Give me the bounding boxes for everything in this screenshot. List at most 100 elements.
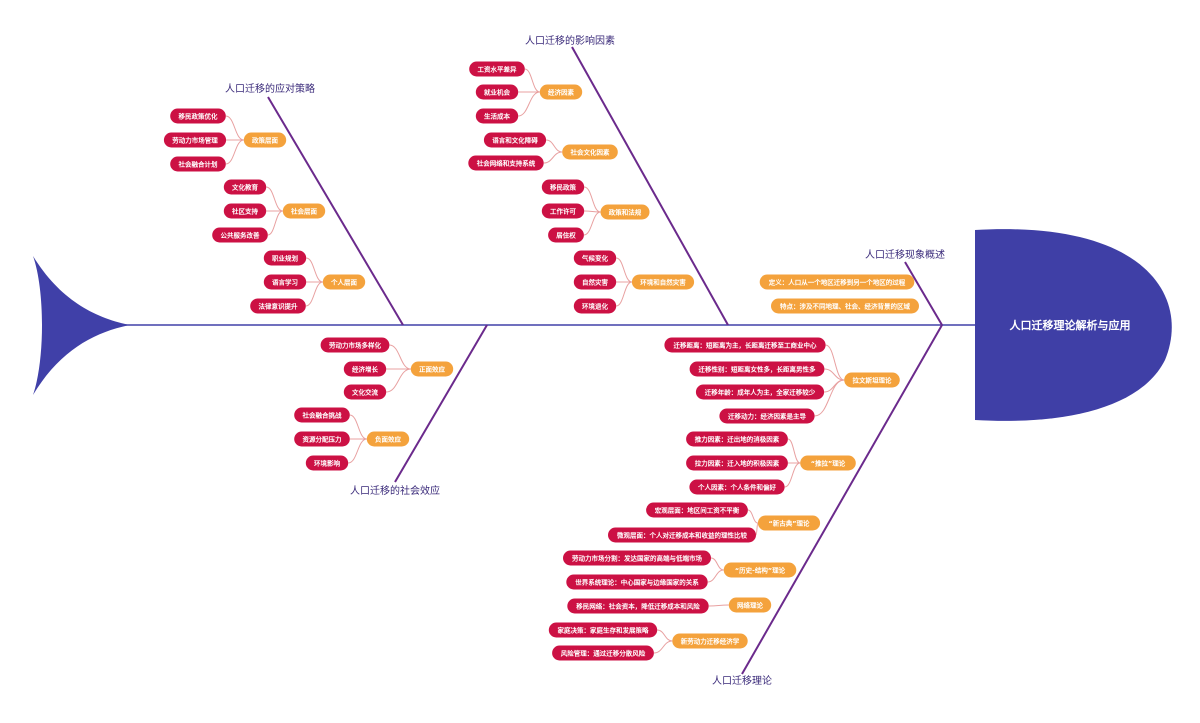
group-factors-1-label: 社会文化因素 bbox=[571, 147, 611, 156]
leaf-theories-5-1[interactable]: 风险管理：通过迁移分散风险 bbox=[552, 645, 654, 661]
leaf-response-2-2[interactable]: 法律意识提升 bbox=[250, 298, 306, 314]
group-theories-1-shape bbox=[800, 455, 856, 471]
group-theories-2[interactable]: “新古典”理论 bbox=[757, 515, 821, 531]
leaf-theories-0-2[interactable]: 迁移年龄：成年人为主，全家迁移较少 bbox=[695, 384, 825, 400]
leaf-response-1-1-label: 社区支持 bbox=[232, 206, 259, 215]
leaf-response-0-2[interactable]: 社会融合计划 bbox=[170, 156, 226, 172]
group-effects-1[interactable]: 负面效应 bbox=[366, 431, 410, 447]
leaf-response-1-2[interactable]: 公共服务改善 bbox=[212, 227, 268, 243]
leaf-theories-0-0[interactable]: 迁移距离：短距离为主，长距离迁移至工商业中心 bbox=[664, 337, 826, 353]
group-factors-3-label: 环境和自然灾害 bbox=[640, 277, 686, 286]
group-overview-1[interactable]: 特点：涉及不同地理、社会、经济背景的区域 bbox=[771, 298, 919, 314]
group-response-1[interactable]: 社会层面 bbox=[282, 203, 326, 219]
leaf-theories-2-1[interactable]: 微观层面：个人对迁移成本和收益的理性比较 bbox=[608, 527, 756, 543]
leaf-effects-1-0-label: 社会融合挑战 bbox=[303, 410, 343, 419]
leaf-effects-0-0[interactable]: 劳动力市场多样化 bbox=[320, 337, 390, 353]
group-factors-3[interactable]: 环境和自然灾害 bbox=[631, 274, 695, 290]
group-effects-0-label: 正面效应 bbox=[419, 364, 446, 373]
group-factors-0-label: 经济因素 bbox=[548, 87, 575, 96]
leaf-effects-0-1[interactable]: 经济增长 bbox=[343, 361, 387, 377]
group-theories-2-shape bbox=[757, 515, 821, 531]
leaf-factors-1-1-shape bbox=[468, 155, 544, 171]
leaf-response-2-1[interactable]: 语言学习 bbox=[263, 274, 307, 290]
leaf-factors-3-0[interactable]: 气候变化 bbox=[573, 250, 617, 266]
group-effects-0[interactable]: 正面效应 bbox=[410, 361, 454, 377]
leaf-effects-0-2[interactable]: 文化交流 bbox=[343, 384, 387, 400]
group-effects-1-shape bbox=[366, 431, 410, 447]
group-overview-1-label: 特点：涉及不同地理、社会、经济背景的区域 bbox=[780, 301, 911, 310]
link-factors-0-0 bbox=[524, 68, 540, 93]
leaf-theories-5-0-shape bbox=[548, 622, 658, 638]
group-response-0-shape bbox=[243, 132, 287, 148]
link-response-1-2 bbox=[267, 210, 283, 236]
leaf-factors-0-2-label: 生活成本 bbox=[484, 111, 511, 120]
leaf-theories-1-2[interactable]: 个人因素：个人条件和偏好 bbox=[689, 479, 785, 495]
group-response-2[interactable]: 个人层面 bbox=[322, 274, 366, 290]
leaf-effects-1-1[interactable]: 资源分配压力 bbox=[294, 431, 350, 447]
link-response-2-0 bbox=[306, 257, 323, 283]
leaf-factors-0-1-shape bbox=[475, 84, 519, 100]
leaf-theories-4-0[interactable]: 移民网络：社会资本，降低迁移成本和风险 bbox=[567, 598, 709, 614]
group-response-0[interactable]: 政策层面 bbox=[243, 132, 287, 148]
leaf-factors-1-0[interactable]: 语言和文化障碍 bbox=[483, 132, 547, 148]
leaf-theories-3-0[interactable]: 劳动力市场分割：发达国家的高端与低端市场 bbox=[563, 550, 711, 566]
leaf-factors-1-1-label: 社会网络和支持系统 bbox=[477, 158, 536, 167]
leaf-response-0-1[interactable]: 劳动力市场管理 bbox=[163, 132, 227, 148]
fish-head[interactable] bbox=[975, 229, 1172, 421]
leaf-response-1-1[interactable]: 社区支持 bbox=[223, 203, 267, 219]
leaf-effects-0-0-shape bbox=[320, 337, 390, 353]
group-theories-1[interactable]: “推拉”理论 bbox=[800, 455, 856, 471]
group-theories-3-shape bbox=[723, 562, 797, 578]
group-theories-4[interactable]: 网络理论 bbox=[728, 597, 772, 613]
leaf-factors-0-0-label: 工资水平差异 bbox=[478, 64, 518, 73]
leaf-theories-0-1[interactable]: 迁移性别：短距离女性多，长距离男性多 bbox=[689, 361, 825, 377]
group-overview-0[interactable]: 定义：人口从一个地区迁移到另一个地区的过程 bbox=[759, 274, 915, 290]
leaf-response-2-0-label: 职业规划 bbox=[272, 253, 299, 262]
leaf-theories-0-0-shape bbox=[664, 337, 826, 353]
link-factors-0-2 bbox=[518, 91, 540, 117]
leaf-factors-2-2[interactable]: 居住权 bbox=[548, 227, 584, 243]
leaf-effects-1-0[interactable]: 社会融合挑战 bbox=[294, 407, 350, 423]
group-factors-1[interactable]: 社会文化因素 bbox=[562, 144, 618, 160]
group-theories-3[interactable]: “历史-结构”理论 bbox=[723, 562, 797, 578]
group-theories-5[interactable]: 新劳动力迁移经济学 bbox=[672, 633, 748, 649]
leaf-theories-1-1-label: 拉力因素：迁入地的积极因素 bbox=[695, 458, 780, 467]
link-effects-1-0 bbox=[349, 414, 367, 440]
leaf-theories-0-3[interactable]: 迁移动力：经济因素是主导 bbox=[719, 408, 815, 424]
link-response-1-0 bbox=[266, 186, 283, 212]
leaf-response-2-0[interactable]: 职业规划 bbox=[263, 250, 307, 266]
leaf-factors-0-1[interactable]: 就业机会 bbox=[475, 84, 519, 100]
leaf-factors-1-0-shape bbox=[483, 132, 547, 148]
leaf-factors-1-1[interactable]: 社会网络和支持系统 bbox=[468, 155, 544, 171]
leaf-theories-1-0[interactable]: 推力因素：迁出地的消极因素 bbox=[686, 431, 788, 447]
leaf-theories-3-1-label: 世界系统理论：中心国家与边缘国家的关系 bbox=[575, 577, 699, 586]
leaf-theories-5-0[interactable]: 家庭决策：家庭生存和发展策略 bbox=[548, 622, 658, 638]
leaf-response-0-2-shape bbox=[170, 156, 226, 172]
group-theories-0[interactable]: 拉文斯坦理论 bbox=[844, 372, 900, 388]
leaf-factors-2-1[interactable]: 工作许可 bbox=[541, 203, 585, 219]
leaf-factors-3-0-label: 气候变化 bbox=[581, 253, 609, 262]
leaf-theories-3-1[interactable]: 世界系统理论：中心国家与边缘国家的关系 bbox=[566, 574, 708, 590]
group-factors-2[interactable]: 政策和法规 bbox=[600, 204, 650, 220]
leaf-effects-0-2-shape bbox=[343, 384, 387, 400]
leaf-theories-4-0-shape bbox=[567, 598, 709, 614]
link-theories-0-2 bbox=[824, 379, 845, 393]
group-theories-2-label: “新古典”理论 bbox=[768, 518, 810, 527]
leaf-response-0-0[interactable]: 移民政策优化 bbox=[170, 108, 226, 124]
leaf-theories-2-0[interactable]: 宏观层面：地区间工资不平衡 bbox=[646, 502, 748, 518]
leaf-effects-1-1-label: 资源分配压力 bbox=[303, 434, 343, 443]
leaf-factors-0-2[interactable]: 生活成本 bbox=[475, 108, 519, 124]
leaf-factors-0-0[interactable]: 工资水平差异 bbox=[469, 61, 525, 77]
leaf-effects-1-2[interactable]: 环境影响 bbox=[305, 455, 349, 471]
leaf-theories-0-2-label: 迁移年龄：成年人为主，全家迁移较少 bbox=[705, 387, 816, 396]
leaf-factors-2-0[interactable]: 移民政策 bbox=[541, 179, 585, 195]
group-factors-0[interactable]: 经济因素 bbox=[539, 84, 583, 100]
head-label: 人口迁移理论解析与应用 bbox=[1010, 318, 1131, 332]
group-factors-1-shape bbox=[562, 144, 618, 160]
leaf-factors-3-1[interactable]: 自然灾害 bbox=[573, 274, 617, 290]
leaf-theories-1-1[interactable]: 拉力因素：迁入地的积极因素 bbox=[686, 455, 788, 471]
leaf-factors-3-2[interactable]: 环境退化 bbox=[573, 298, 617, 314]
leaf-response-1-0[interactable]: 文化教育 bbox=[223, 179, 267, 195]
bone-theories bbox=[741, 324, 943, 675]
